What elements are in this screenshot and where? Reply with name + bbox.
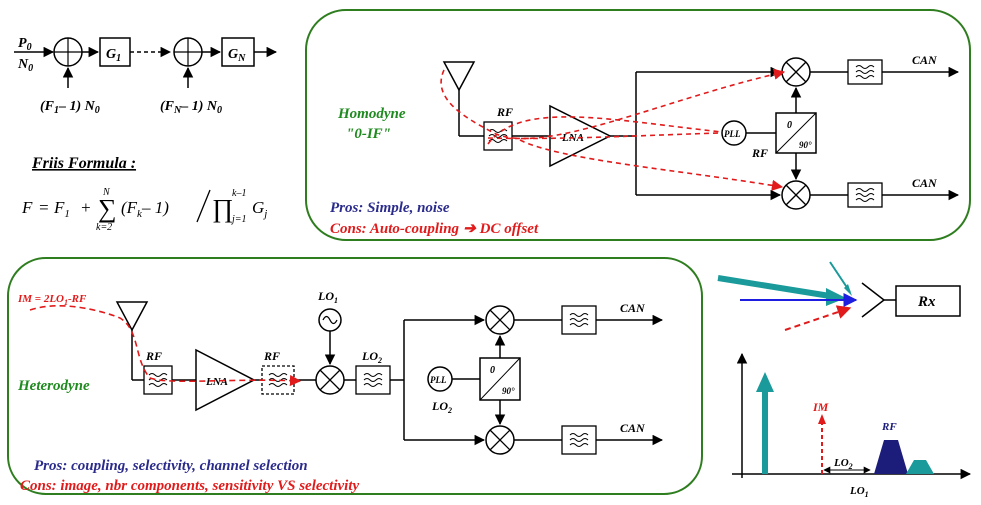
image-freq-label: IM = 2LO1-RF (17, 293, 87, 307)
product-symbol: ∏ (212, 194, 233, 223)
can-label-top: CAN (912, 53, 938, 67)
svg-text:90°: 90° (799, 140, 812, 150)
pll-rf-label: RF (751, 146, 768, 160)
lowpass-filter-i-het (561, 305, 597, 335)
p0-label: P0 (18, 36, 32, 53)
interferer-bar (762, 390, 768, 474)
svg-text:RF: RF (145, 349, 162, 363)
mixer-lo1 (315, 365, 345, 395)
mixer-i (781, 57, 811, 87)
heterodyne-pros: Pros: coupling, selectivity, channel sel… (34, 458, 308, 474)
rf-filter-label: RF (496, 105, 513, 119)
svg-text:+: + (80, 198, 91, 217)
lo1-oscillator (318, 308, 342, 332)
n0-label: N0 (17, 57, 33, 74)
rf-band (874, 440, 908, 474)
lo1-label: LO1 (317, 289, 338, 305)
noise-f1-label: (F1– 1) N0 (40, 99, 100, 116)
heterodyne-panel (7, 257, 703, 495)
division-slash (196, 189, 211, 223)
heterodyne-antenna (115, 301, 149, 381)
svg-text:F1: F1 (53, 198, 70, 220)
svg-text:Gj: Gj (252, 198, 267, 220)
rf-filter (483, 121, 513, 151)
rx-antenna (861, 282, 886, 318)
pll-lo2-label: LO2 (431, 399, 452, 415)
can-label-bottom-het: CAN (620, 421, 646, 435)
friis-equation: F = F1 + ∑ N k=2 (Fk– 1) ∏ k–1 j=1 Gj (21, 187, 267, 233)
rx-coupling-diagram: Rx (717, 261, 961, 331)
homodyne-leakage-paths (440, 68, 786, 191)
lo1-spectrum-label: LO1 (849, 485, 869, 499)
svg-text:N: N (102, 187, 111, 198)
svg-text:90°: 90° (502, 386, 515, 396)
homodyne-antenna (442, 61, 484, 137)
lowpass-filter-i (847, 59, 883, 85)
svg-text:0: 0 (490, 365, 495, 376)
homodyne-title: Homodyne (337, 106, 406, 122)
strong-interferer-arrow (717, 275, 831, 299)
svg-text:k–1: k–1 (232, 188, 246, 199)
lowpass-filter-q-het (561, 425, 597, 455)
lo2-filter-label: LO2 (361, 349, 382, 365)
mixer-q-het (485, 425, 515, 455)
mixer-i-het (485, 305, 515, 335)
friis-block-chain: P0 N0 G1 GN (F1– 1) N0 (FN– 1) N0 (14, 36, 278, 116)
summer-1 (53, 37, 83, 67)
if-filter (355, 365, 391, 395)
svg-text:PLL: PLL (724, 129, 741, 139)
svg-text:F: F (21, 198, 33, 217)
lowpass-filter-q (847, 182, 883, 208)
image-signal-arrow (784, 305, 852, 331)
can-label-top-het: CAN (620, 301, 646, 315)
sigma-symbol: ∑ (98, 194, 117, 223)
svg-text:j=1: j=1 (230, 214, 247, 225)
image-reject-filter (261, 365, 295, 395)
gn-label: GN (228, 47, 246, 64)
homodyne-cons: Cons: Auto-coupling➔DC offset (330, 221, 539, 237)
adjacent-band (906, 460, 934, 474)
summer-n (173, 37, 203, 67)
svg-text:k=2: k=2 (96, 222, 112, 233)
homodyne-pros: Pros: Simple, noise (330, 200, 450, 216)
mixer-q (781, 180, 811, 210)
friis-formula-title: Friis Formula : (31, 155, 136, 172)
heterodyne-title: Heterodyne (17, 378, 90, 394)
svg-text:RF: RF (881, 421, 897, 433)
can-label-bottom: CAN (912, 176, 938, 190)
svg-text:IM: IM (812, 400, 829, 414)
image-leak-path (29, 305, 302, 387)
svg-text:(Fk– 1): (Fk– 1) (121, 198, 169, 220)
heterodyne-cons: Cons: image, nbr components, sensitivity… (20, 478, 360, 494)
svg-text:Rx: Rx (917, 294, 936, 310)
rx-block (895, 285, 961, 317)
spectrum-plot: IM RF LO2 LO1 (732, 352, 972, 499)
svg-text:RF: RF (263, 349, 280, 363)
svg-text:PLL: PLL (430, 375, 447, 385)
lo2-spectrum-label: LO2 (833, 457, 853, 471)
homodyne-subtitle: "0-IF" (346, 126, 391, 142)
noise-fn-label: (FN– 1) N0 (160, 99, 222, 116)
svg-text:LNA: LNA (205, 376, 228, 388)
rf-filter-1 (143, 365, 173, 395)
g1-label: G1 (106, 47, 121, 64)
svg-text:0: 0 (787, 120, 792, 131)
svg-text:=: = (38, 198, 49, 217)
